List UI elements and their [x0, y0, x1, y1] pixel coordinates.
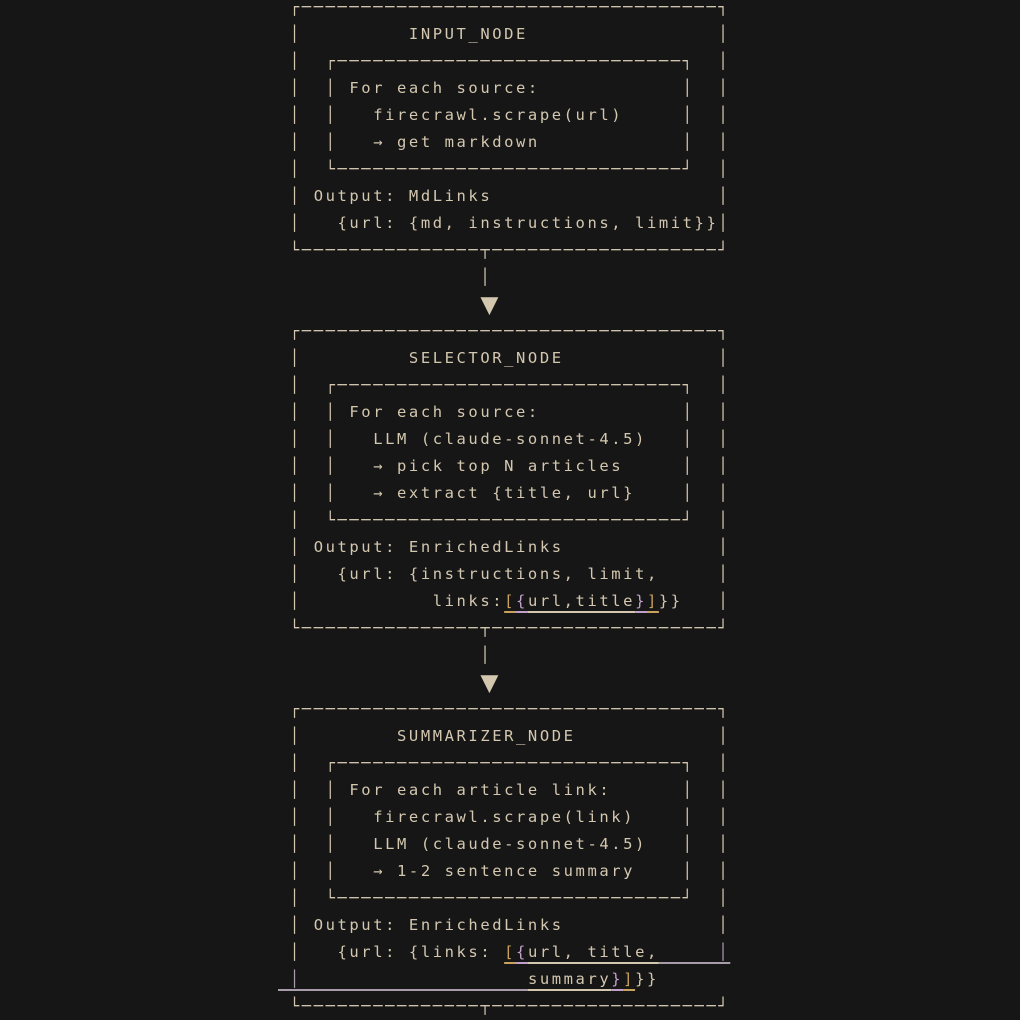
art-row: ┌───────────────────────────────────┐: [278, 699, 731, 718]
connector-input-to-selector: │ ▼: [278, 264, 498, 320]
summarizer-node: ┌───────────────────────────────────┐ │ …: [278, 696, 730, 1020]
schema-link-text: }: [635, 591, 647, 610]
art-row: │ │ → pick top N articles │ │: [278, 456, 731, 475]
art-row: │ │ For each source: │ │: [278, 402, 731, 421]
art-row: ┌───────────────────────────────────┐: [278, 321, 731, 340]
schema-link-text: ]: [623, 969, 636, 988]
schema-link-text: [: [504, 942, 517, 961]
schema-link-text: [: [504, 591, 517, 610]
schema-link-text: │: [278, 969, 528, 988]
art-row: │ ┌─────────────────────────────┐ │: [278, 51, 731, 70]
art-row: │ │ For each source: │ │: [278, 78, 731, 97]
schema-link-text: }: [611, 969, 624, 988]
schema-link-text: {: [516, 942, 528, 961]
art-row: │ │ → get markdown │ │: [278, 132, 731, 151]
art-row: │ │ For each article link: │ │: [278, 780, 731, 799]
art-row: │ Output: EnrichedLinks │: [278, 537, 731, 556]
connector-selector-to-summarizer: │ ▼: [278, 642, 498, 698]
art-row: │ {url: {instructions, limit, │: [278, 564, 731, 583]
art-row: └───────────────┬───────────────────┘: [278, 240, 731, 259]
schema-link-text: {: [516, 591, 528, 610]
art-row: ▼: [278, 667, 498, 697]
selector-node: ┌───────────────────────────────────┐ │ …: [278, 318, 730, 642]
art-row: │ │ firecrawl.scrape(url) │ │: [278, 105, 731, 124]
art-row: │ SELECTOR_NODE │: [278, 348, 731, 367]
art-row: │ │ LLM (claude-sonnet-4.5) │ │: [278, 429, 731, 448]
art-row: │ └─────────────────────────────┘ │: [278, 159, 731, 178]
art-row: │: [278, 267, 493, 286]
arrow-icon: ▼: [480, 664, 499, 700]
art-row: │ │ LLM (claude-sonnet-4.5) │ │: [278, 834, 731, 853]
art-row: │ ┌─────────────────────────────┐ │: [278, 753, 731, 772]
schema-link-text: ]: [646, 591, 659, 610]
art-row: │ {url: {md, instructions, limit}}│: [278, 213, 731, 232]
arrow-icon: ▼: [480, 286, 499, 322]
art-row: │ │ firecrawl.scrape(link) │ │: [278, 807, 731, 826]
art-row: │ links:[{url,title}]}} │: [278, 591, 731, 610]
schema-link-text: url,title: [527, 591, 636, 610]
schema-link-text: url, title,: [527, 942, 659, 961]
art-row: │ ┌─────────────────────────────┐ │: [278, 375, 731, 394]
art-row: ┌───────────────────────────────────┐: [278, 0, 731, 16]
art-row: │ {url: {links: [{url, title, │: [278, 942, 731, 961]
art-row: └───────────────┬───────────────────┘: [278, 618, 731, 637]
art-row: │ └─────────────────────────────┘ │: [278, 888, 731, 907]
art-row: │ └─────────────────────────────┘ │: [278, 510, 731, 529]
art-row: ▼: [278, 289, 498, 319]
art-row: │ Output: EnrichedLinks │: [278, 915, 731, 934]
art-row: │ Output: MdLinks │: [278, 186, 731, 205]
schema-link-text: summary: [527, 969, 612, 988]
art-row: │ INPUT_NODE │: [278, 24, 731, 43]
art-row: │ │ → extract {title, url} │ │: [278, 483, 731, 502]
schema-link-text: │: [658, 942, 731, 961]
art-row: │ summary}]}}: [278, 969, 659, 988]
art-row: │ SUMMARIZER_NODE │: [278, 726, 731, 745]
input-node: ┌───────────────────────────────────┐ │ …: [278, 0, 730, 264]
art-row: └───────────────┬───────────────────┘: [278, 996, 731, 1015]
art-row: │ │ → 1-2 sentence summary │ │: [278, 861, 731, 880]
art-row: │: [278, 645, 493, 664]
